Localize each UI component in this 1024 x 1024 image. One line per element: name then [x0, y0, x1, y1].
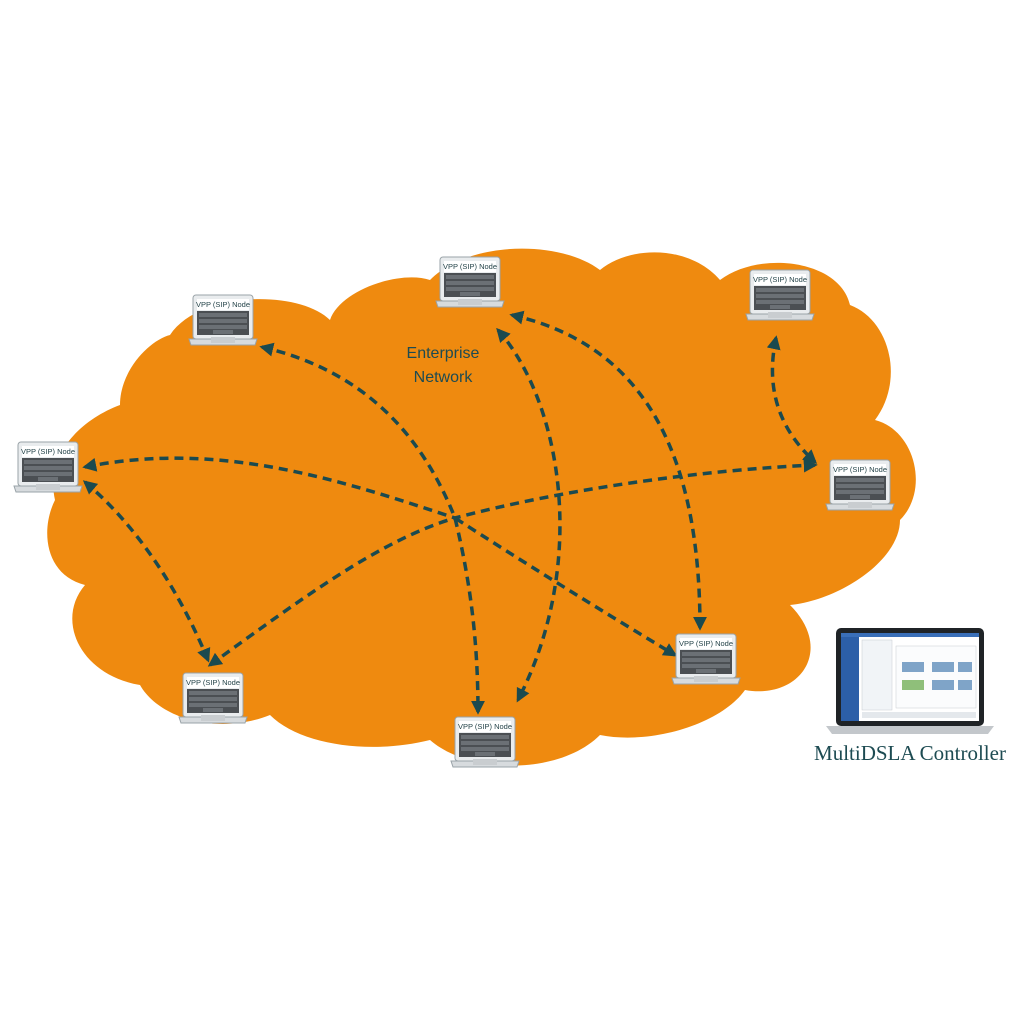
network-links	[82, 310, 818, 715]
network-label-line2: Network	[414, 369, 474, 386]
node-label: VPP (SIP) Node	[186, 678, 240, 687]
link-topright-to-right	[766, 335, 818, 464]
node-top-center: VPP (SIP) Node	[435, 256, 505, 308]
node-label: VPP (SIP) Node	[833, 465, 887, 474]
node-bottom-left: VPP (SIP) Node	[178, 672, 248, 724]
enterprise-network-cloud	[47, 248, 916, 766]
controller-label: MultiDSLA Controller	[814, 741, 1006, 765]
controller-laptop-icon	[826, 628, 994, 734]
network-label-line1: Enterprise	[407, 345, 480, 362]
link-center-to-bottom	[453, 517, 485, 715]
node-top-left: VPP (SIP) Node	[188, 294, 258, 346]
node-label: VPP (SIP) Node	[196, 300, 250, 309]
node-bottom-right: VPP (SIP) Node	[671, 633, 741, 685]
link-bottomleft-to-center	[207, 516, 456, 667]
node-label: VPP (SIP) Node	[679, 639, 733, 648]
node-label: VPP (SIP) Node	[753, 275, 807, 284]
node-label: VPP (SIP) Node	[443, 262, 497, 271]
link-left-to-bottomleft	[82, 480, 211, 663]
node-label: VPP (SIP) Node	[21, 447, 75, 456]
node-bottom-center: VPP (SIP) Node	[450, 716, 520, 768]
node-left: VPP (SIP) Node	[13, 441, 83, 493]
link-topcenter-to-rightbottom	[509, 310, 707, 631]
node-right: VPP (SIP) Node	[825, 459, 895, 511]
node-label: VPP (SIP) Node	[458, 722, 512, 731]
node-top-right: VPP (SIP) Node	[745, 269, 815, 321]
